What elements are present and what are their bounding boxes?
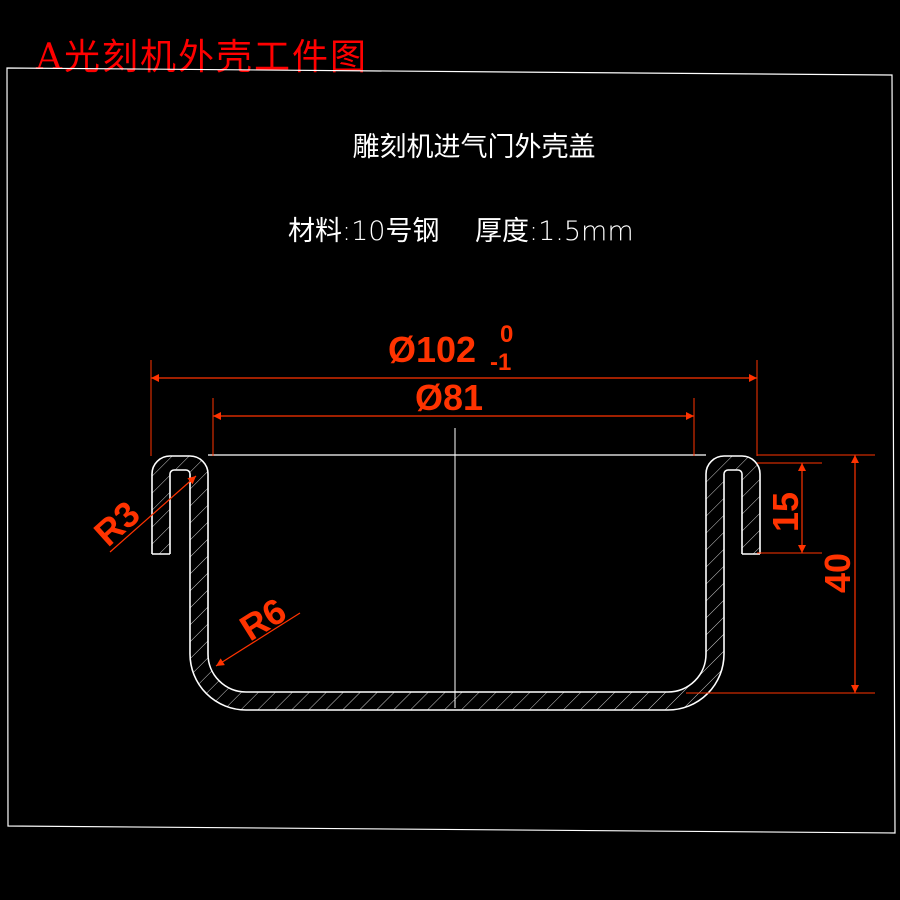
dim-outer-diameter-text: Ø102 (388, 329, 476, 370)
dim-total-height-text: 40 (817, 553, 858, 593)
shell-profile-hatch (152, 456, 760, 710)
leader-line-r3 (109, 475, 197, 553)
dim-r6-text: R6 (233, 590, 294, 649)
drawing-title-overlay: A光刻机外壳工件图 (36, 37, 368, 78)
dim-outer-tol-upper: 0 (500, 321, 513, 348)
thickness-text: 厚度:1.5mm (475, 216, 634, 247)
material-text: 材料:10号钢 (288, 216, 439, 247)
dim-r3-text: R3 (86, 493, 148, 554)
drawing-frame (6, 67, 896, 834)
dim-flange-height-text: 15 (765, 492, 806, 532)
leader-line-r6 (215, 612, 301, 667)
shell-inner-contour (169, 469, 743, 711)
extension-lines (150, 360, 875, 694)
dim-outer-tol-lower: -1 (490, 349, 511, 376)
dim-inner-diameter-text: Ø81 (415, 377, 483, 418)
shell-outer-contour (151, 455, 761, 693)
part-name-text: 雕刻机进气门外壳盖 (353, 132, 596, 163)
